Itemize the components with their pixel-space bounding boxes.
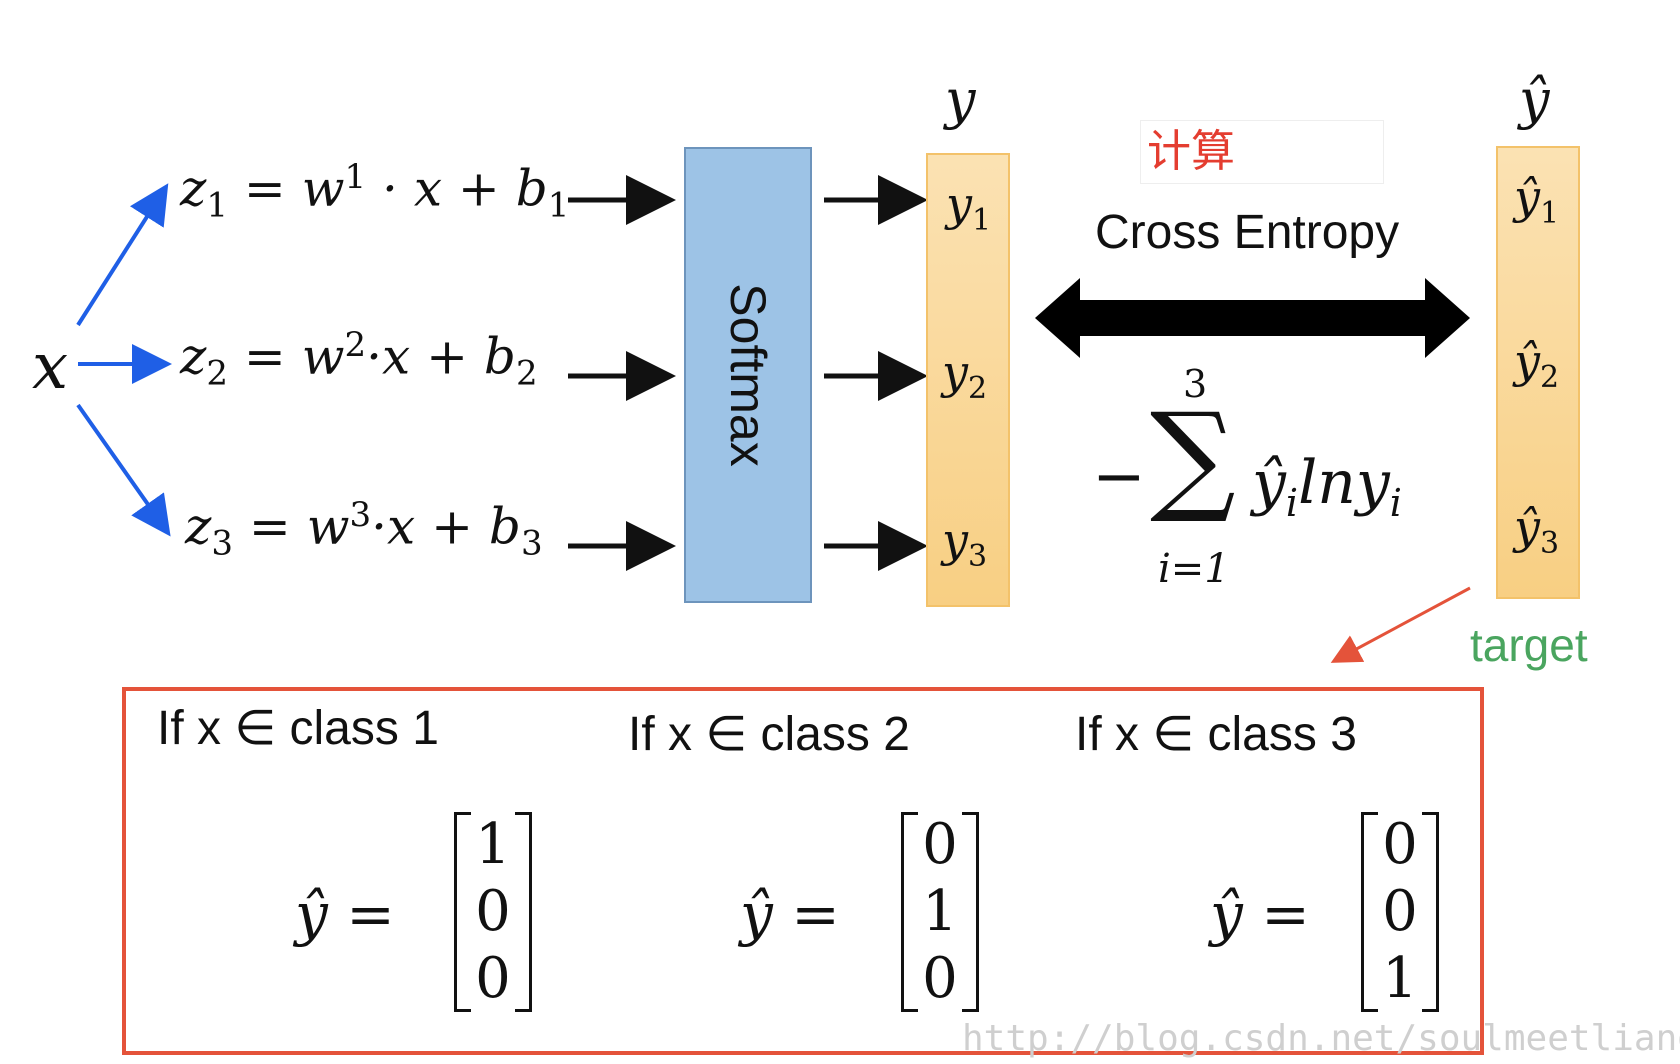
sum-upper-limit: 3 [1183,362,1208,406]
z2-w-sup: 2 [344,325,367,365]
sum-body-ln-sub: i [1389,481,1402,525]
z3-w-sup: 3 [349,495,372,535]
z2-b-sub: 2 [515,353,538,394]
output-component-y3: y3 [942,513,988,575]
z1-b-sub: 1 [547,185,570,226]
equation-z1: z1 = w1 · x + b1 [180,157,570,226]
class-2-title: If x ∈ class 2 [628,708,910,761]
softmax-label: Softmax [720,283,776,467]
class-3-yhat-eq: ŷ = [1210,880,1310,948]
class-3-title: If x ∈ class 3 [1075,708,1357,761]
vector-entry: 0 [1382,812,1418,878]
z3-rest: ·x + [371,497,489,556]
output-component-y1: y1 [946,177,992,239]
z2-w: w [301,327,345,386]
z1-w-sup: 1 [344,157,367,197]
z3-lhs: z [185,497,212,556]
target-component-y3: ŷ3 [1514,500,1560,562]
z1-w: w [301,159,345,218]
z3-w: w [306,497,350,556]
vector-entry: 0 [475,945,511,1011]
target-component-y1: ŷ1 [1514,170,1560,232]
equation-z2: z2 = w2·x + b2 [180,325,538,394]
z3-lhs-sub: 3 [211,523,233,564]
equation-z3: z3 = w3·x + b3 [185,495,543,564]
vector-entry: 1 [475,812,511,878]
target-vector-box: ŷ1 ŷ2 ŷ3 [1496,146,1580,599]
arrow-x-to-z3 [76,403,171,537]
sum-body-yhat-sub: i [1285,481,1299,525]
z2-b: b [483,327,516,386]
sum-lower-limit: i=1 [1158,546,1230,592]
class-1-one-hot-vector: 1 0 0 [454,812,532,1012]
z2-lhs: z [180,327,207,386]
sum-body: ŷilnyi [1252,448,1402,525]
loss-minus-sign: − [1092,440,1146,514]
softmax-block: Softmax [684,147,812,603]
target-label: target [1470,619,1588,671]
arrow-target-to-class-box [1330,586,1471,663]
z1-b: b [515,159,548,218]
target-component-y2: ŷ2 [1514,334,1560,396]
class-2-yhat-eq: ŷ = [740,880,840,948]
vector-entry: 1 [1382,945,1418,1011]
calculation-note: 计算 [1140,120,1384,184]
class-1-title: If x ∈ class 1 [157,702,439,755]
cross-entropy-double-arrow [1035,278,1470,358]
watermark: http://blog.csdn.net/soulmeetliang [962,1018,1680,1059]
target-vector-header: ŷ [1519,68,1550,131]
vector-entry: 1 [922,878,958,944]
sum-body-ln: lny [1298,448,1390,518]
vector-entry: 0 [922,945,958,1011]
class-1-yhat-eq: ŷ = [295,880,395,948]
input-x: x [32,330,69,404]
class-3-one-hot-vector: 0 0 1 [1361,812,1439,1012]
cross-entropy-label: Cross Entropy [1095,206,1400,259]
z3-b-sub: 3 [520,523,543,564]
z1-rest: · x + [382,159,516,218]
output-component-y2: y2 [942,345,988,407]
output-vector-box: y1 y2 y3 [926,153,1010,607]
summation-symbol: ∑ [1150,388,1236,527]
sum-body-yhat: ŷ [1252,448,1286,518]
z3-b: b [488,497,521,556]
z2-rest: ·x + [366,327,484,386]
z1-lhs: z [180,159,207,218]
arrow-x-to-z1 [76,183,169,327]
vector-entry: 0 [475,878,511,944]
one-hot-class-box [122,687,1484,1055]
vector-entry: 0 [1382,878,1418,944]
z2-lhs-sub: 2 [206,353,228,394]
z1-lhs-sub: 1 [206,185,228,226]
vector-entry: 0 [922,812,958,878]
class-2-one-hot-vector: 0 1 0 [901,812,979,1012]
output-vector-header: y [945,68,976,131]
